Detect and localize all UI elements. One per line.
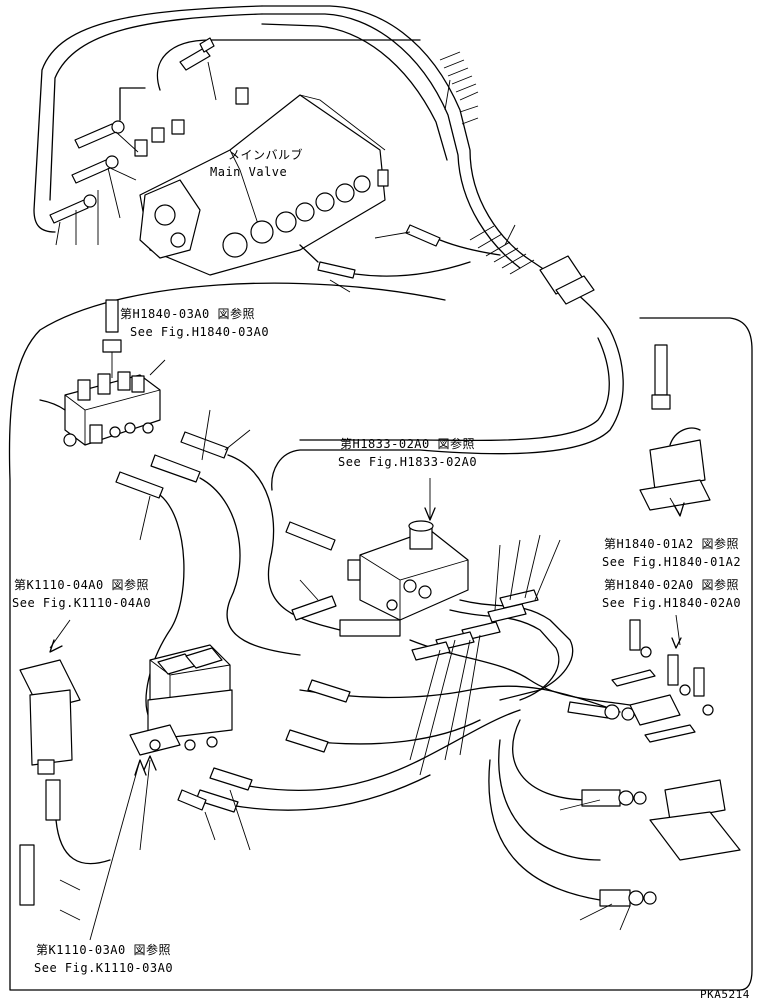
ref-h1840-02a0-en: See Fig.H1840-02A0 — [602, 596, 742, 610]
ref-h1840-01a2-jp: 第H1840-01A2 図参照 — [604, 537, 739, 551]
ref-k1110-03a0-jp: 第K1110-03A0 図参照 — [36, 943, 171, 957]
ref-h1840-02a0-jp: 第H1840-02A0 図参照 — [604, 578, 739, 592]
ref-h1833-02a0-jp: 第H1833-02A0 図参照 — [340, 437, 475, 451]
lower-ppc-valve — [129, 644, 233, 851]
ref-h1833-02a0-en: See Fig.H1833-02A0 — [338, 455, 478, 469]
lower-right-hose-fittings — [488, 719, 657, 931]
ref-k1110-04a0-en: See Fig.K1110-04A0 — [12, 596, 152, 610]
ref-h1840-03a0-jp: 第H1840-03A0 図参照 — [120, 307, 255, 321]
main-valve-label-jp: メインバルブ — [228, 148, 304, 162]
hoses-left-to-center — [115, 409, 341, 721]
main-valve-label-en: Main Valve — [210, 165, 288, 179]
hoses-valve-right — [299, 79, 516, 293]
main-valve — [134, 87, 389, 276]
ref-k1110-03a0-en: See Fig.K1110-03A0 — [34, 961, 174, 975]
ref-k1110-04a0-jp: 第K1110-04A0 図参照 — [14, 578, 149, 592]
reference-leader-lines — [59, 759, 251, 941]
drawing-code: PKA5214 — [700, 988, 750, 1001]
left-pedal-valve — [19, 619, 111, 906]
ppc-valve-block-left — [39, 299, 166, 447]
main-hose-bundle — [261, 5, 624, 491]
center-solenoid-valve — [339, 478, 469, 637]
hose-fittings-upper-left — [49, 37, 217, 246]
right-clamps-and-bolts — [611, 614, 741, 861]
right-solenoid-bracket — [639, 344, 711, 517]
ref-h1840-01a2-en: See Fig.H1840-01A2 — [602, 555, 742, 569]
spool-caps — [222, 175, 371, 258]
ref-h1840-03a0-en: See Fig.H1840-03A0 — [130, 325, 270, 339]
